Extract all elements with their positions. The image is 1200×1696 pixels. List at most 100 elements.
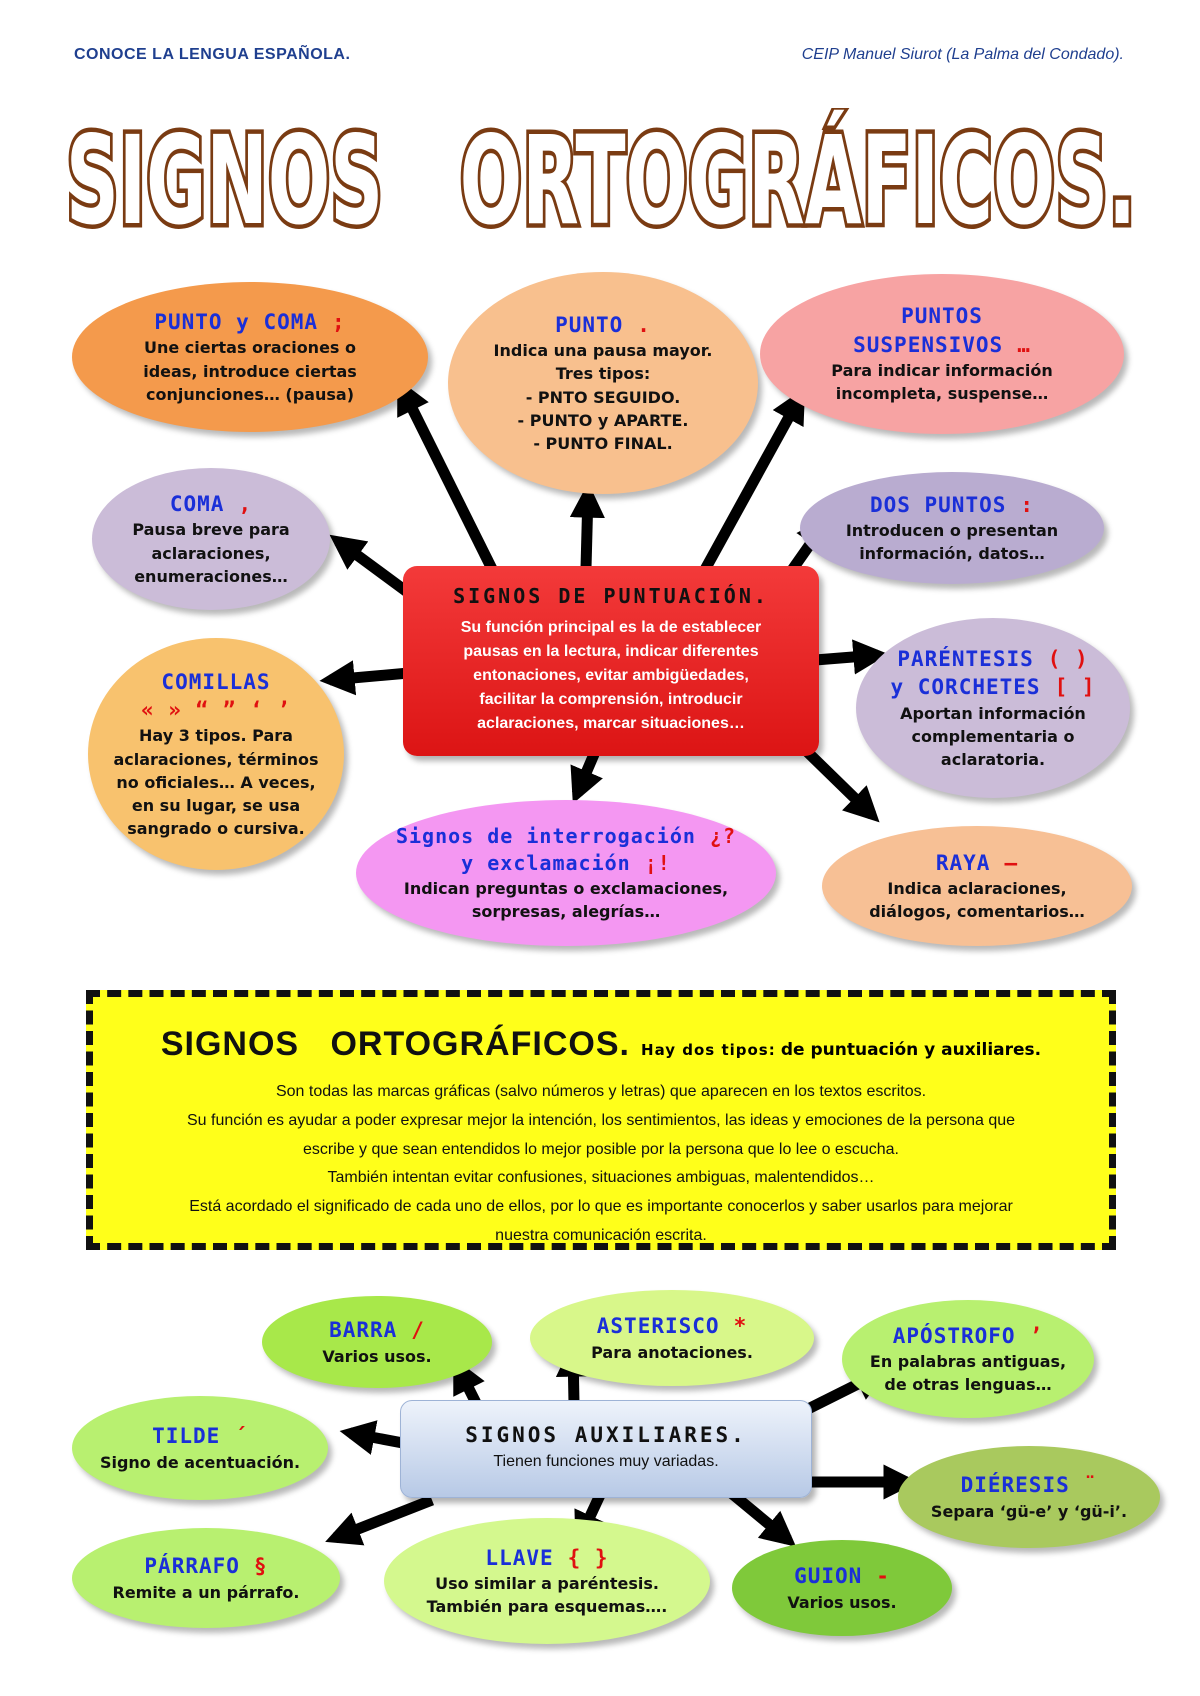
punto-coma-symbol: ; — [332, 310, 346, 335]
oval-guion: GUION- Varios usos. — [732, 1540, 952, 1636]
parentesis-line: Aportan información — [900, 703, 1086, 723]
oval-raya: RAYA— Indica aclaraciones, diálogos, com… — [822, 826, 1132, 946]
oval-asterisco: ASTERISCO* Para anotaciones. — [530, 1290, 814, 1386]
punctuation-center-line: facilitar la comprensión, introducir — [479, 691, 743, 708]
comillas-symbols: « » “ ” ‘ ’ — [140, 698, 292, 723]
oval-puntos-suspensivos: PUNTOS SUSPENSIVOS … Para indicar informa… — [760, 274, 1124, 434]
oval-apostrofo: APÓSTROFO’ En palabras antiguas, de otra… — [842, 1300, 1094, 1418]
punto-title: PUNTO — [555, 312, 624, 337]
raya-line: Indica aclaraciones, — [887, 878, 1067, 898]
definition-line: También intentan evitar confusiones, sit… — [327, 1169, 875, 1187]
dos-puntos-line: información, datos… — [859, 544, 1045, 564]
asterisco-symbol: * — [733, 1314, 748, 1339]
comillas-line: en su lugar, se usa — [131, 795, 301, 815]
punto-line: - PNTO SEGUIDO. — [525, 387, 681, 407]
punto-line: Tres tipos: — [555, 364, 651, 384]
punto-coma-line: ideas, introduce ciertas — [143, 361, 357, 381]
definition-line: Su función es ayudar a poder expresar me… — [186, 1111, 1016, 1129]
arrow-to-punto — [569, 482, 605, 569]
arrow-to-guion — [726, 1487, 797, 1547]
asterisco-title: ASTERISCO — [596, 1314, 720, 1339]
auxiliary-center-text: Tienen funciones muy variadas. — [493, 1453, 719, 1470]
guion-symbol: - — [876, 1564, 890, 1589]
oval-tilde: TILDE´ Signo de acentuación. — [72, 1396, 328, 1500]
dieresis-symbol: ¨ — [1083, 1473, 1098, 1498]
corchetes-symbol: [ ] — [1054, 675, 1096, 700]
parrafo-title: PÁRRAFO — [144, 1554, 240, 1579]
parentesis-line: aclaratoria. — [940, 749, 1046, 769]
tilde-line: Signo de acentuación. — [99, 1452, 301, 1472]
parentesis-title: PARÉNTESIS — [897, 646, 1034, 671]
apostrofo-title: APÓSTROFO — [892, 1323, 1016, 1348]
interrogacion-symbol: ¿? — [709, 823, 737, 848]
suspensivos-title-1: PUNTOS — [901, 304, 983, 329]
oval-dieresis: DIÉRESIS ¨ Separa ‘gü-e’ y ‘gü-i’. — [898, 1446, 1160, 1548]
dos-puntos-symbol: : — [1020, 492, 1035, 517]
punctuation-center-line: aclaraciones, marcar situaciones… — [477, 715, 745, 732]
arrow-to-parrafo — [325, 1494, 435, 1546]
punctuation-center-line: pausas en la lectura, indicar diferentes — [463, 643, 759, 660]
oval-comillas: COMILLAS « » “ ” ‘ ’ Hay 3 tipos. Para a… — [88, 638, 344, 870]
raya-title: RAYA — [935, 850, 991, 875]
barra-line: Varios usos. — [322, 1346, 432, 1366]
oval-coma: COMA, Pausa breve para aclaraciones, enu… — [92, 468, 330, 610]
oval-dos-puntos: DOS PUNTOS: Introducen o presentan infor… — [800, 472, 1104, 584]
punto-coma-line: conjunciones… (pausa) — [145, 384, 354, 404]
apostrofo-symbol: ’ — [1029, 1323, 1044, 1348]
parrafo-symbol: § — [253, 1554, 268, 1579]
oval-punto-y-coma: PUNTO y COMA; Une ciertas oraciones o id… — [72, 282, 428, 432]
punto-coma-line: Une ciertas oraciones o — [143, 338, 357, 358]
corchetes-title: y CORCHETES — [890, 675, 1041, 700]
coma-title: COMA — [169, 492, 225, 517]
punto-line: Indica una pausa mayor. — [493, 341, 713, 361]
auxiliary-center-box: SIGNOS AUXILIARES. Tienen funciones muy … — [400, 1400, 812, 1498]
comillas-line: sangrado o cursiva. — [127, 819, 305, 839]
punto-coma-title: PUNTO y COMA — [154, 310, 319, 335]
suspensivos-title-2: SUSPENSIVOS — [853, 332, 1004, 357]
exclamacion-symbol: ¡! — [644, 850, 671, 875]
dieresis-title: DIÉRESIS — [960, 1473, 1070, 1498]
guion-line: Varios usos. — [787, 1592, 897, 1612]
oval-llave: LLAVE { } Uso similar a paréntesis. Tambi… — [384, 1518, 710, 1644]
barra-symbol: / — [411, 1318, 425, 1343]
definition-line: nuestra comunicación escrita. — [495, 1226, 707, 1244]
definition-subtitle-prefix: Hay dos tipos: — [641, 1041, 776, 1059]
exclamacion-title: y exclamación — [461, 850, 631, 875]
llave-symbol: { } — [567, 1545, 609, 1570]
punctuation-center-title: SIGNOS DE PUNTUACIÓN. — [453, 584, 769, 608]
comillas-line: no oficiales… A veces, — [116, 772, 316, 792]
definition-subtitle: de puntuación y auxiliares. — [780, 1040, 1042, 1060]
definition-line: escribe y que sean entendidos lo mejor p… — [303, 1140, 899, 1158]
definition-title: SIGNOS ORTOGRÁFICOS. — [160, 1025, 630, 1063]
main-title: SIGNOS ORTOGRÁFICOS. — [66, 108, 1141, 248]
suspensivos-symbol: … — [1017, 332, 1031, 357]
interrogacion-line: sorpresas, alegrías… — [471, 902, 661, 921]
auxiliary-center-title: SIGNOS AUXILIARES. — [465, 1423, 747, 1447]
header-school: CEIP Manuel Siurot (La Palma del Condado… — [801, 46, 1124, 63]
oval-interrogacion-exclamacion: Signos de interrogación¿? y exclamación¡… — [356, 800, 776, 946]
comillas-line: aclaraciones, términos — [113, 749, 319, 769]
definition-line: Está acordado el significado de cada uno… — [189, 1198, 1013, 1216]
comillas-title: COMILLAS — [161, 669, 271, 694]
oval-parrafo: PÁRRAFO § Remite a un párrafo. — [72, 1528, 340, 1628]
guion-title: GUION — [794, 1564, 863, 1589]
main-title-text: SIGNOS ORTOGRÁFICOS. — [66, 110, 1136, 248]
punto-symbol: . — [637, 312, 651, 337]
raya-symbol: — — [1004, 850, 1019, 875]
header-subject: CONOCE LA LENGUA ESPAÑOLA. — [74, 46, 351, 63]
llave-title: LLAVE — [485, 1545, 554, 1570]
dieresis-line: Separa ‘gü-e’ y ‘gü-i’. — [930, 1501, 1128, 1521]
comillas-line: Hay 3 tipos. Para — [139, 726, 293, 746]
punctuation-center-line: Su función principal es la de establecer — [460, 619, 762, 636]
coma-line: enumeraciones… — [134, 566, 288, 586]
suspensivos-line: Para indicar información — [831, 361, 1053, 381]
coma-line: Pausa breve para — [132, 520, 290, 540]
apostrofo-line: En palabras antiguas, — [869, 1351, 1067, 1371]
interrogacion-line: Indican preguntas o exclamaciones, — [403, 878, 729, 898]
dos-puntos-title: DOS PUNTOS — [869, 492, 1007, 517]
llave-line: Uso similar a paréntesis. — [435, 1573, 659, 1593]
llave-line: También para esquemas…. — [426, 1597, 668, 1617]
punto-line: - PUNTO FINAL. — [533, 433, 673, 453]
parrafo-line: Remite a un párrafo. — [112, 1582, 300, 1602]
definition-box: SIGNOS ORTOGRÁFICOS. Hay dos tipos: de p… — [86, 990, 1116, 1250]
